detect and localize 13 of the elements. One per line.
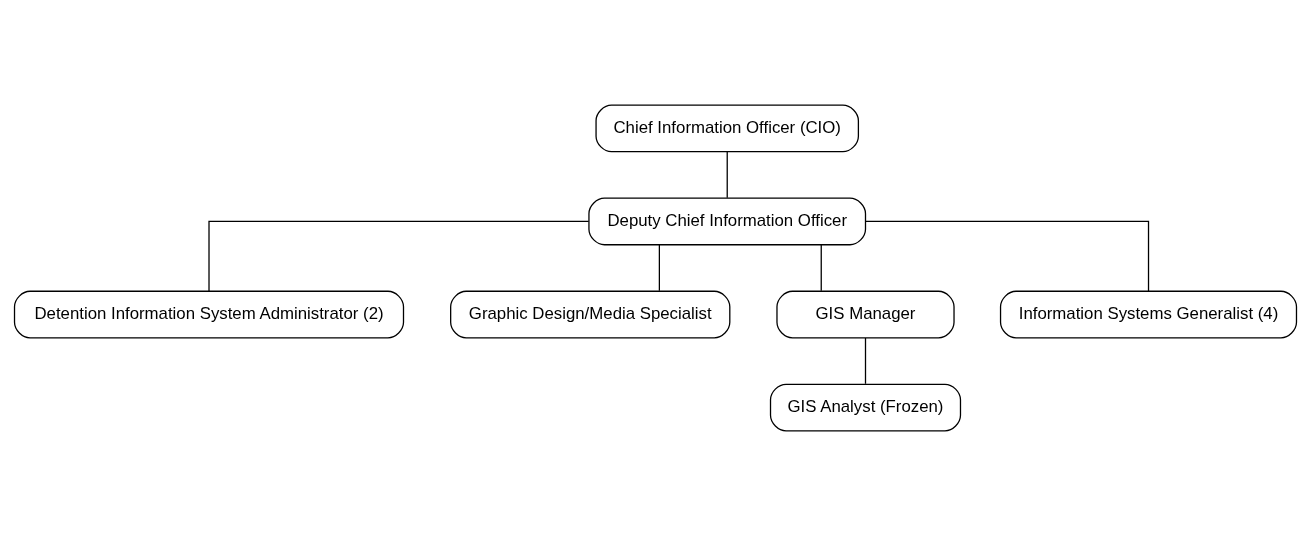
node-box: Information Systems Generalist (4) — [999, 290, 1298, 338]
node-box: Detention Information System Administrator (2) — [13, 290, 405, 338]
node-box: Chief Information Officer (CIO) — [595, 104, 860, 152]
node-box: GIS Manager — [776, 290, 955, 338]
node-box: Graphic Design/Media Specialist — [450, 290, 731, 338]
connector — [208, 220, 590, 292]
connector — [820, 243, 822, 291]
node-box: Deputy Chief Information Officer — [588, 197, 867, 245]
connector — [726, 150, 728, 198]
connector — [658, 243, 661, 291]
node-box: GIS Analyst (Frozen) — [769, 383, 962, 431]
connector — [864, 336, 867, 384]
connector — [865, 220, 1150, 292]
